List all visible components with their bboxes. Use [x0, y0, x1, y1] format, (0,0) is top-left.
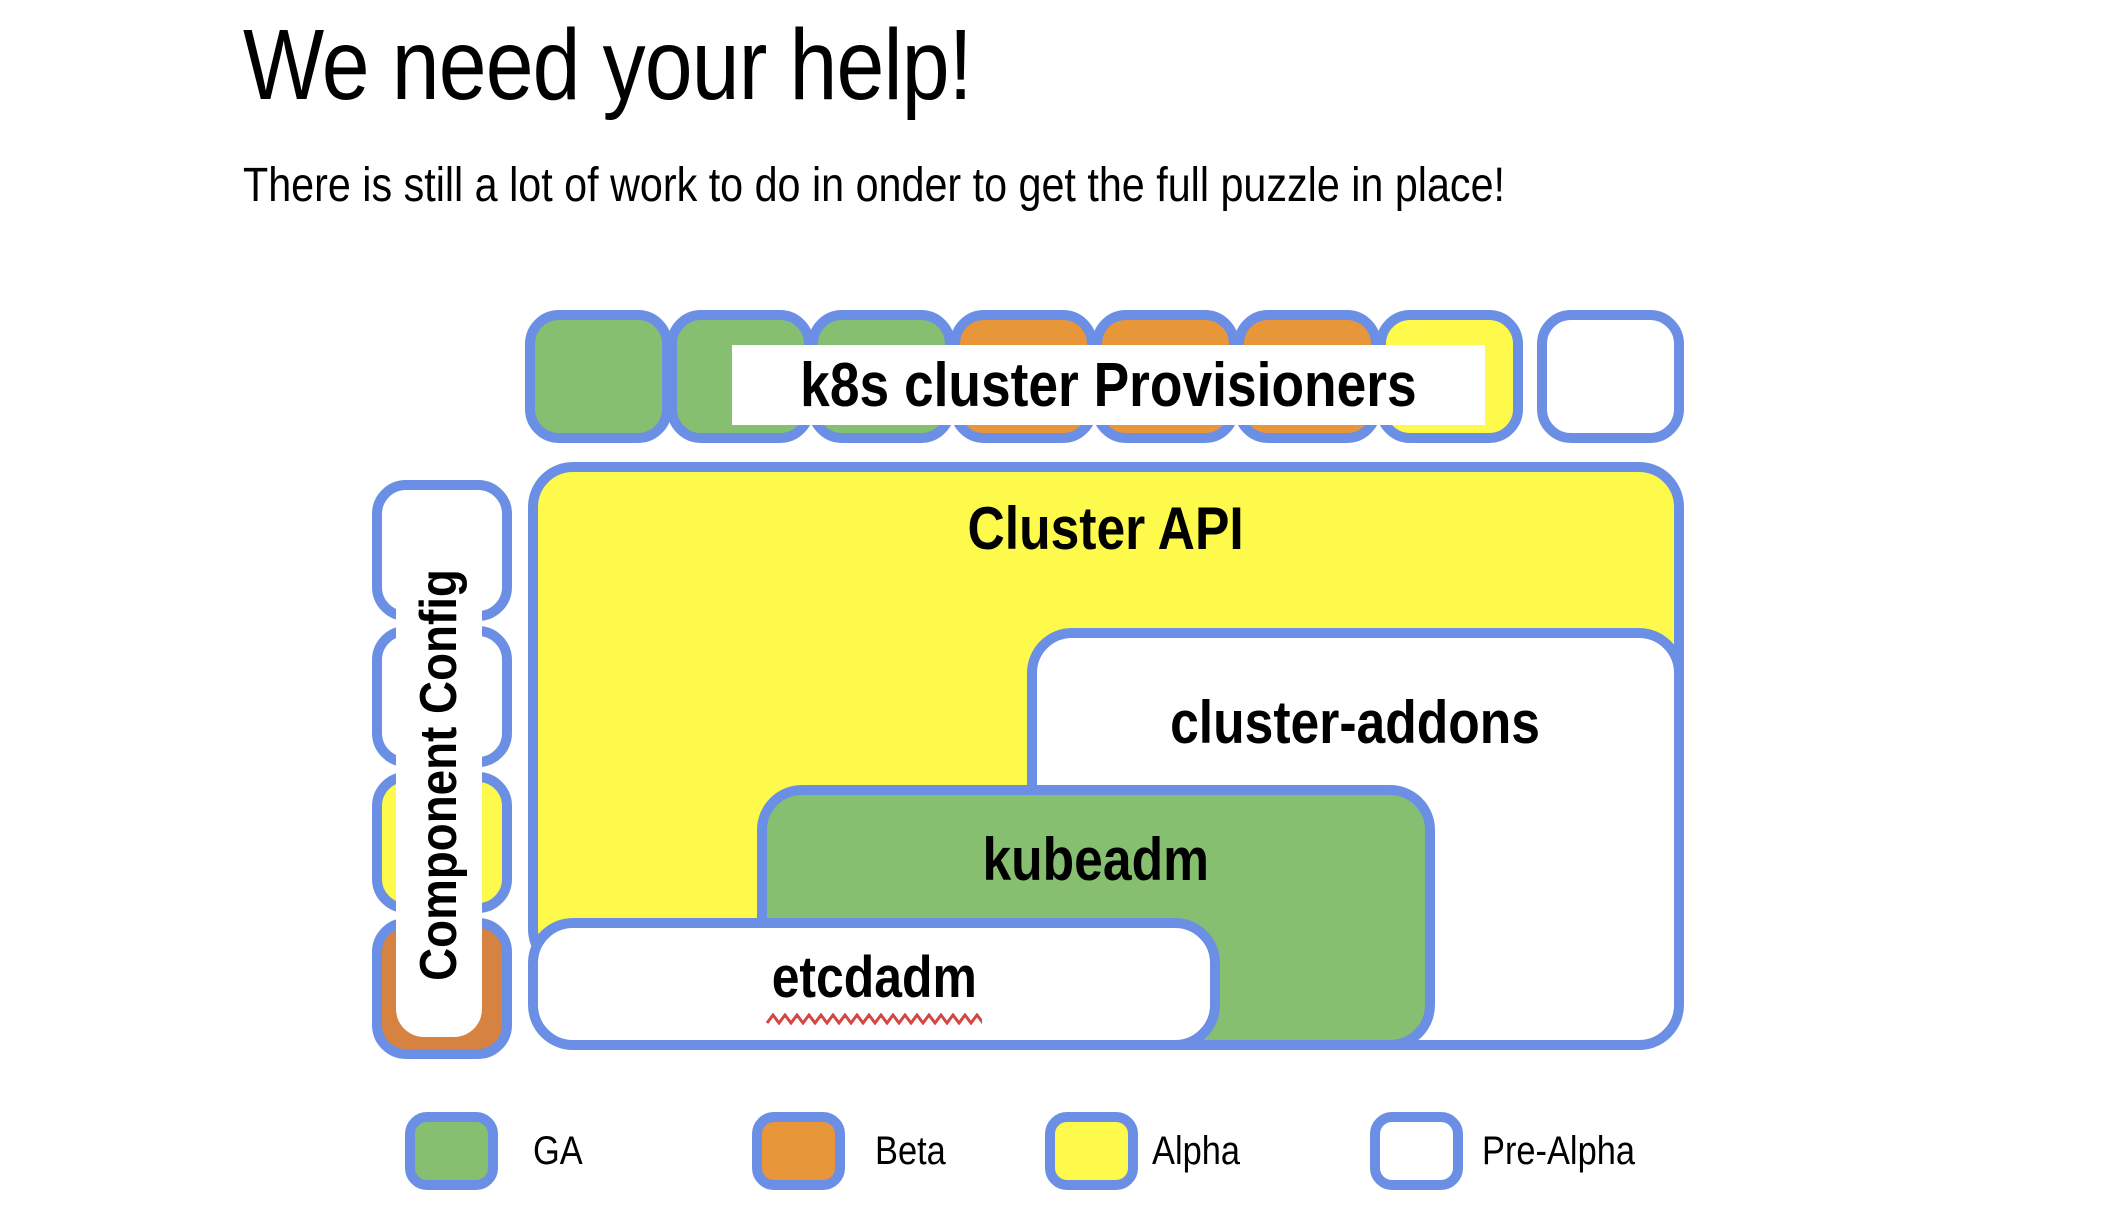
- kubeadm-label: kubeadm: [982, 826, 1210, 893]
- legend-swatch-alpha: [1045, 1112, 1138, 1190]
- legend-label-beta: Beta: [875, 1128, 946, 1173]
- component-config-label-box: Component Config: [396, 513, 482, 1037]
- cluster-api-label-row: Cluster API: [538, 472, 1674, 563]
- cluster-api-label: Cluster API: [967, 495, 1245, 562]
- legend-swatch-pre-alpha: [1370, 1112, 1463, 1190]
- cluster-addons-label-row: cluster-addons: [1037, 638, 1674, 757]
- etcdadm-label: etcdadm: [771, 944, 977, 1010]
- kubeadm-label-row: kubeadm: [767, 795, 1425, 894]
- legend-swatch-beta: [752, 1112, 845, 1190]
- page-subtitle-text: There is still a lot of work to do in on…: [243, 159, 1506, 212]
- etcdadm-label-row: etcdadm: [755, 944, 994, 1011]
- legend-label-alpha: Alpha: [1152, 1128, 1240, 1173]
- provisioner-square-8-pre-alpha: [1537, 310, 1684, 443]
- page-title: We need your help!: [243, 8, 1090, 123]
- legend-label-pre-alpha: Pre-Alpha: [1482, 1128, 1635, 1173]
- cluster-addons-label: cluster-addons: [1170, 689, 1541, 756]
- spellcheck-squiggle-icon: [766, 1012, 982, 1025]
- legend-swatch-ga: [405, 1112, 498, 1190]
- provisioners-label: k8s cluster Provisioners: [800, 350, 1417, 420]
- page-subtitle: There is still a lot of work to do in on…: [243, 158, 1710, 213]
- page-title-text: We need your help!: [243, 9, 973, 121]
- component-config-label: Component Config: [410, 569, 468, 981]
- provisioner-square-1-ga: [525, 310, 672, 443]
- etcdadm-box: etcdadm: [528, 918, 1220, 1050]
- legend-label-ga: GA: [533, 1128, 583, 1173]
- provisioners-label-box: k8s cluster Provisioners: [732, 345, 1485, 425]
